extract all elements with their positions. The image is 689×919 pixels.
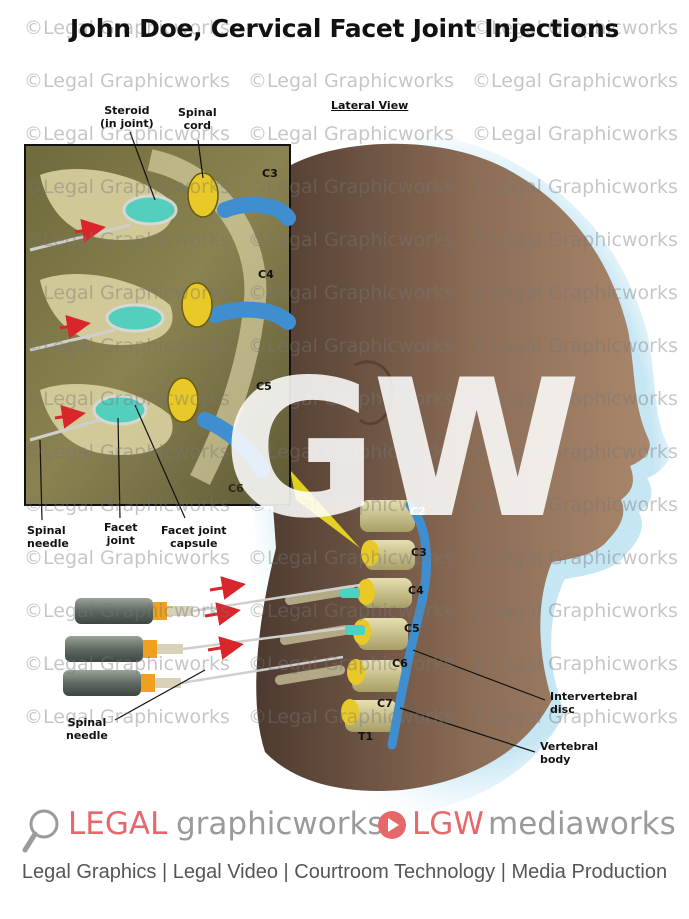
neck-spine (275, 500, 431, 750)
neck-c6-label: C6 (392, 657, 408, 670)
inset-spinal-cord-segments (167, 172, 219, 423)
watermark-text: ©Legal Graphicworks (472, 706, 678, 728)
neck-spinal-needle-label: Spinal needle (66, 716, 108, 742)
watermark-text: ©Legal Graphicworks (472, 17, 678, 39)
watermark-text: ©Legal Graphicworks (248, 706, 454, 728)
inset-c3-label: C3 (262, 167, 278, 180)
facet-capsule-label-line2: capsule (170, 537, 218, 550)
facet-joint-label-line1: Facet (104, 521, 138, 534)
watermark-text: ©Legal Graphicworks (24, 17, 230, 39)
tagline: Legal Graphics | Legal Video | Courtroom… (21, 861, 668, 883)
watermark-text: ©Legal Graphicworks (248, 494, 454, 516)
watermark-text: ©Legal Graphicworks (248, 70, 454, 92)
spinal-cord-label-line1: Spinal (178, 106, 217, 119)
watermark-text: ©Legal Graphicworks (472, 229, 678, 251)
watermark-text: ©Legal Graphicworks (24, 176, 230, 198)
watermark-text: ©Legal Graphicworks (472, 123, 678, 145)
watermark-text: ©Legal Graphicworks (248, 441, 454, 463)
inset-leader-lines (39, 131, 204, 521)
vertebral-body-label: Vertebral body (540, 740, 598, 766)
inset-c6-label: C6 (228, 482, 244, 495)
watermark-text: ©Legal Graphicworks (248, 388, 454, 410)
watermark-text: ©Legal Graphicworks (248, 229, 454, 251)
watermark-text: ©Legal Graphicworks (24, 70, 230, 92)
intervertebral-disc-label: Intervertebral disc (550, 690, 637, 716)
logo-graphicworks-text: graphicworks (176, 806, 384, 842)
play-icon (378, 811, 406, 839)
steroid-label-line1: Steroid (104, 104, 150, 117)
syringes (63, 576, 361, 696)
neck-spinal-needle-line2: needle (66, 729, 108, 742)
watermark-text: ©Legal Graphicworks (472, 282, 678, 304)
watermark-text: ©Legal Graphicworks (248, 282, 454, 304)
neck-spinal-needle-line1: Spinal (67, 716, 107, 729)
watermark-text: ©Legal Graphicworks (472, 600, 678, 622)
neck-c4-label: C4 (408, 584, 424, 597)
watermark-text: ©Legal Graphicworks (248, 123, 454, 145)
facet-joint-label: Facet joint (104, 521, 138, 547)
watermark-text: ©Legal Graphicworks (24, 441, 230, 463)
logo-legal-text: LEGAL (68, 806, 168, 842)
vertebral-body-line1: Vertebral (540, 740, 599, 753)
neck-c5-label: C5 (404, 622, 420, 635)
inset-discs (197, 196, 296, 478)
inset-c4-label: C4 (258, 268, 274, 281)
page-title: John Doe, Cervical Facet Joint Injection… (69, 14, 620, 43)
inset-c5-label: C5 (256, 380, 272, 393)
watermark-text: ©Legal Graphicworks (472, 335, 678, 357)
inset-spinal-needle-line2: needle (27, 537, 69, 550)
watermark-text: ©Legal Graphicworks (472, 388, 678, 410)
neck-leader-lines (114, 649, 546, 753)
intervertebral-disc-line2: disc (550, 703, 575, 716)
watermark-text: ©Legal Graphicworks (472, 547, 678, 569)
watermark-text: ©Legal Graphicworks (24, 706, 230, 728)
spinal-cord-label: Spinal cord (178, 106, 217, 132)
vertebral-body-line2: body (540, 753, 571, 766)
watermark-text: ©Legal Graphicworks (24, 600, 230, 622)
neck-c2-label: C2 (410, 505, 426, 518)
watermark-text: ©Legal Graphicworks (24, 282, 230, 304)
steroid-label-line2: (in joint) (100, 117, 154, 130)
inset-facet-joints (92, 194, 178, 426)
facet-capsule-label-line1: Facet joint (161, 524, 227, 537)
watermark-text: ©Legal Graphicworks (472, 653, 678, 675)
watermark-text: ©Legal Graphicworks (472, 176, 678, 198)
watermark-text: ©Legal Graphicworks (472, 494, 678, 516)
inset-needles (29, 223, 131, 442)
watermark-text: ©Legal Graphicworks (24, 229, 230, 251)
zoom-callout-beam (290, 470, 360, 548)
watermark-text: ©Legal Graphicworks (24, 123, 230, 145)
logo-lgw-text: LGW (412, 806, 484, 842)
neck-t1-label: T1 (358, 730, 374, 743)
inset-arrows (54, 218, 106, 429)
watermark-text: ©Legal Graphicworks (24, 494, 230, 516)
watermark-text: ©Legal Graphicworks (248, 547, 454, 569)
watermark-text: ©Legal Graphicworks (24, 547, 230, 569)
watermark-text: ©Legal Graphicworks (24, 388, 230, 410)
watermark-text: ©Legal Graphicworks (24, 653, 230, 675)
company-logo: LEGAL graphicworks LGW mediaworks (22, 800, 682, 856)
inset-spinal-needle-label: Spinal needle (27, 524, 69, 550)
watermark-text: ©Legal Graphicworks (472, 70, 678, 92)
facet-joint-label-line2: joint (106, 534, 135, 547)
inset-panel (24, 131, 296, 521)
neck-c3-label: C3 (411, 546, 427, 559)
steroid-label: Steroid (in joint) (100, 104, 154, 130)
intervertebral-disc-line1: Intervertebral (550, 690, 638, 703)
gw-watermark: GW (222, 339, 582, 560)
logo-mediaworks-text: mediaworks (488, 806, 676, 842)
watermark-text: ©Legal Graphicworks (472, 441, 678, 463)
watermark-text: ©Legal Graphicworks (248, 653, 454, 675)
watermark-text: ©Legal Graphicworks (24, 335, 230, 357)
watermark-text: ©Legal Graphicworks (248, 600, 454, 622)
watermark-text: ©Legal Graphicworks (248, 335, 454, 357)
neck-c7-label: C7 (377, 697, 393, 710)
spinal-cord-label-line2: cord (183, 119, 211, 132)
facet-capsule-label: Facet joint capsule (161, 524, 227, 550)
magnifier-icon (22, 809, 59, 853)
view-label: Lateral View (331, 99, 409, 112)
watermark-text: ©Legal Graphicworks (248, 176, 454, 198)
inset-spinal-needle-line1: Spinal (27, 524, 66, 537)
